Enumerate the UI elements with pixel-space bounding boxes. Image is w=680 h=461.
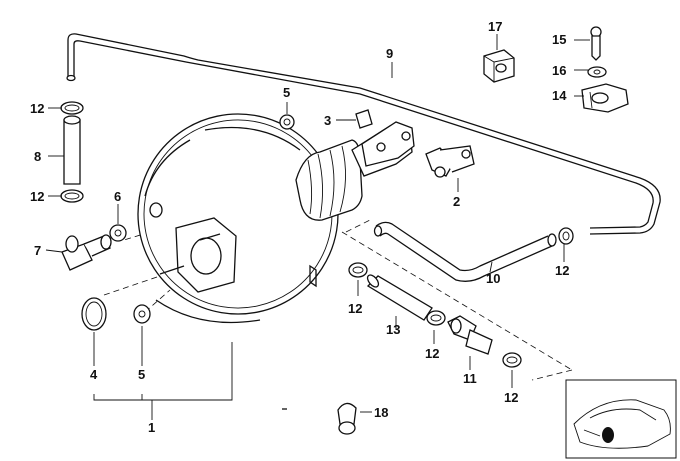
clamp-part-12-left-top	[60, 101, 84, 115]
callout-label-12-e: 12	[504, 390, 519, 405]
callout-label-16: 16	[552, 63, 567, 78]
o-ring-part-4	[81, 297, 107, 331]
vacuum-line-9	[66, 33, 661, 235]
callout-label-3: 3	[324, 113, 332, 128]
callout-label-6: 6	[114, 189, 122, 204]
callout-label-18: 18	[374, 405, 389, 420]
callout-label-14: 14	[552, 88, 567, 103]
callout-label-8: 8	[34, 149, 42, 164]
callout-label-11: 11	[463, 371, 477, 386]
callout-label-5-bottom: 5	[138, 367, 146, 382]
car-location-thumbnail	[565, 379, 677, 459]
fork-part-2	[425, 145, 475, 178]
bellows-assembly	[295, 121, 415, 221]
callout-label-4: 4	[90, 367, 98, 382]
callout-label-15: 15	[552, 32, 567, 47]
check-valve-part-7	[61, 234, 112, 271]
grommet-part-6	[109, 224, 127, 242]
valve-part-11	[447, 315, 493, 355]
clamp-part-12-right-bottom	[502, 352, 522, 368]
callout-label-12-d: 12	[425, 346, 440, 361]
screw-part-15	[590, 26, 602, 61]
callout-label-1: 1	[148, 420, 156, 435]
clamp-part-14	[581, 83, 629, 113]
clip-part-3	[355, 109, 373, 129]
clamp-part-12-mid-left	[348, 262, 368, 278]
holder-part-17	[483, 49, 515, 83]
callout-label-17: 17	[488, 19, 503, 34]
hose-10	[373, 221, 557, 282]
washer-part-16	[587, 66, 607, 78]
brake-booster-body	[137, 113, 339, 324]
callout-label-5-top: 5	[283, 85, 291, 100]
clamp-part-12-left-bottom	[60, 189, 84, 203]
callout-label-12-c: 12	[348, 301, 363, 316]
callout-label-9: 9	[386, 46, 394, 61]
callout-label-12-b: 12	[30, 189, 45, 204]
callout-label-12-f: 12	[555, 263, 570, 278]
clamp-part-12-mid	[426, 310, 446, 326]
leader-lines	[45, 34, 590, 420]
callout-label-12-a: 12	[30, 101, 45, 116]
callout-label-7: 7	[34, 243, 42, 258]
callout-label-2: 2	[453, 194, 461, 209]
clamp-part-12-right	[558, 227, 574, 245]
hose-part-8	[63, 115, 81, 185]
hose-part-13	[366, 274, 433, 321]
grommet-part-5-top	[279, 114, 295, 130]
callout-label-10: 10	[486, 271, 501, 286]
clip-part-18	[337, 402, 357, 435]
callout-label-13: 13	[386, 322, 401, 337]
grommet-part-5-bottom	[133, 304, 151, 324]
